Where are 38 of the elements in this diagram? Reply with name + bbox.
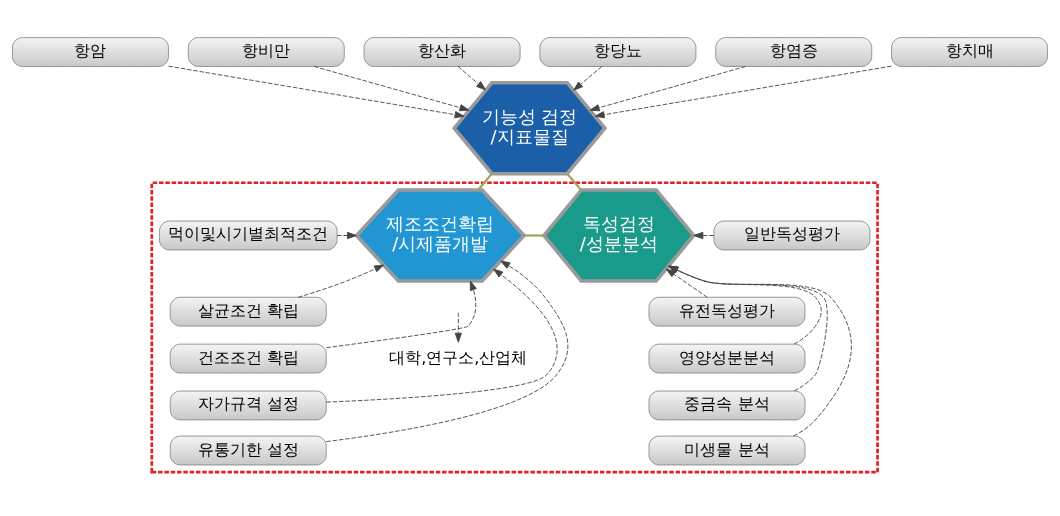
arrow [336, 231, 357, 239]
arrow [326, 268, 558, 403]
arrow [326, 280, 477, 348]
arrow [668, 265, 852, 436]
arrow [594, 65, 892, 118]
node-box: 유통기한 설정 [169, 435, 327, 465]
arrow [325, 260, 569, 442]
arrow [573, 65, 603, 91]
connector [524, 233, 544, 237]
node-box: 살균조건 확립 [169, 296, 327, 327]
node-box: 일반독성평가 [713, 220, 871, 250]
arrow [668, 265, 822, 345]
arrow [168, 65, 465, 118]
node-box: 미생물 분석 [648, 435, 806, 465]
arrow [693, 231, 715, 239]
node-box: 항염증 [715, 36, 873, 67]
connector [477, 172, 493, 191]
arrow [297, 264, 385, 298]
node-box: 건조조건 확립 [169, 343, 327, 373]
node-box: 유전독성평가 [648, 296, 806, 327]
connector [566, 172, 583, 191]
node-box: 항비만 [187, 36, 345, 67]
node-box: 영양성분분석 [648, 343, 806, 373]
node-box: 자가규격 설정 [169, 390, 327, 420]
arrow [313, 65, 470, 111]
arrow [665, 268, 708, 298]
arrow [589, 65, 747, 111]
arrow [668, 265, 828, 391]
node-text: 대학,연구소,산업체 [389, 347, 528, 367]
node-box: 항산화 [363, 36, 521, 67]
node-box: 중금속 분석 [648, 390, 806, 420]
arrow [454, 311, 462, 343]
node-box: 항치매 [891, 36, 1048, 67]
node-box: 항당뇨 [539, 36, 697, 67]
node-box: 항암 [12, 36, 169, 67]
arrow [457, 65, 486, 90]
cluster [150, 180, 879, 474]
node-box: 먹이및시기별최적조건 [159, 220, 338, 250]
